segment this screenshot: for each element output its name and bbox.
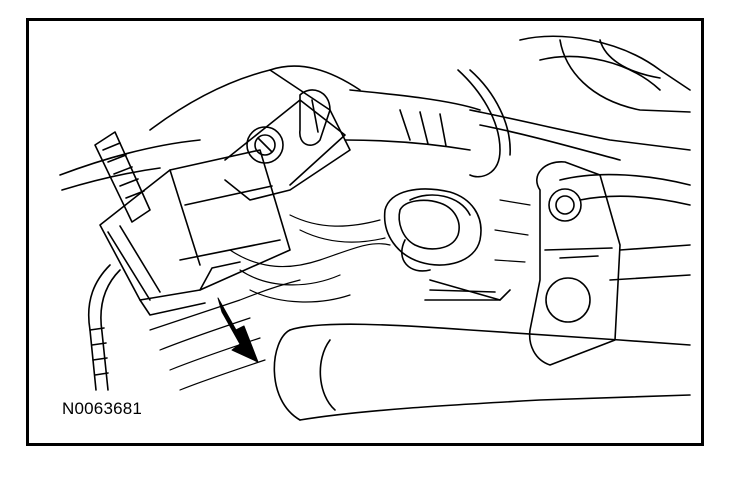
- engine-background: [469, 35, 691, 281]
- hose: [344, 69, 511, 178]
- electrical-connector: [94, 131, 291, 316]
- surface-contours: [149, 199, 531, 391]
- lower-tube: [273, 323, 691, 421]
- sensor-connector: [383, 188, 511, 301]
- figure-id: N0063681: [62, 399, 143, 418]
- arrow-icon: [217, 297, 259, 363]
- wire-harness-left: [59, 139, 201, 391]
- bracket-assembly: [149, 65, 361, 201]
